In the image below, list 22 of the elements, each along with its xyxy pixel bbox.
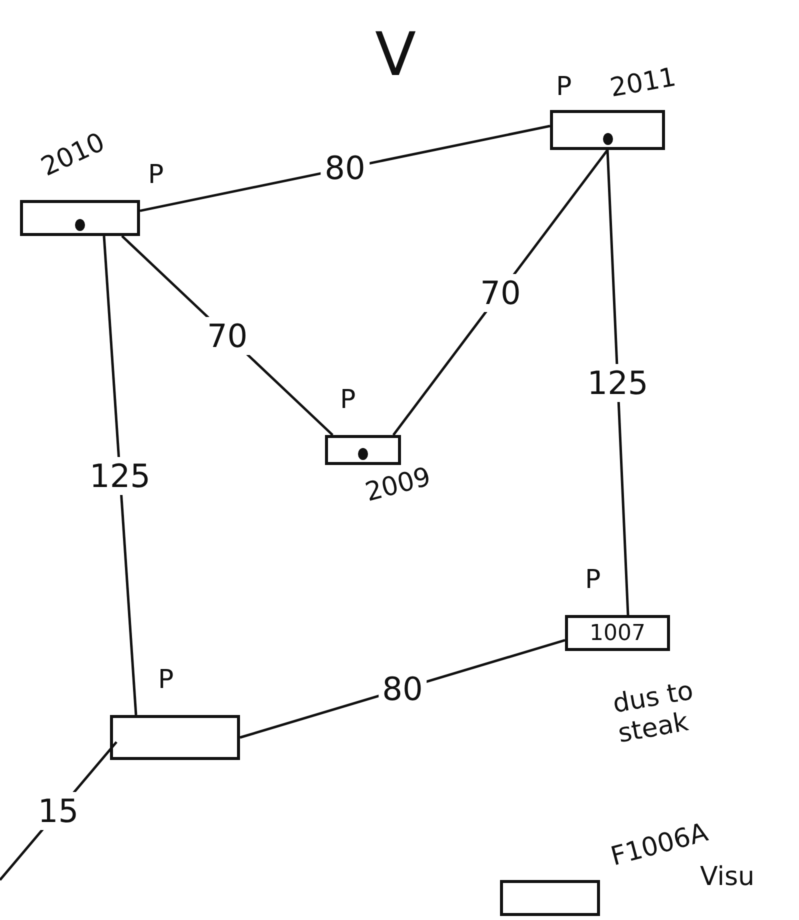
node-annotation: Visu	[700, 862, 754, 892]
node-annotation: P	[585, 565, 601, 595]
node-annotation: dus to steak	[610, 674, 697, 750]
node-annotation: 2011	[608, 62, 678, 104]
node-annotation: P	[340, 385, 356, 415]
node-annotation: P	[556, 72, 572, 102]
empty-box	[500, 880, 600, 916]
empty-box	[20, 200, 140, 236]
connector-line	[102, 236, 138, 716]
node-annotation: 2009	[362, 462, 434, 508]
box-label: 1007	[590, 620, 646, 646]
labeled-box	[565, 615, 670, 651]
empty-box	[325, 435, 401, 465]
note-label: V	[375, 20, 416, 90]
node-annotation: P	[148, 160, 164, 190]
connector-line	[140, 124, 550, 212]
empty-box	[550, 110, 665, 150]
edge-label: 70	[202, 316, 252, 354]
node-annotation: 2010	[36, 127, 110, 183]
empty-box	[110, 715, 240, 760]
connector-line	[606, 150, 630, 616]
node-annotation: P	[158, 665, 174, 695]
